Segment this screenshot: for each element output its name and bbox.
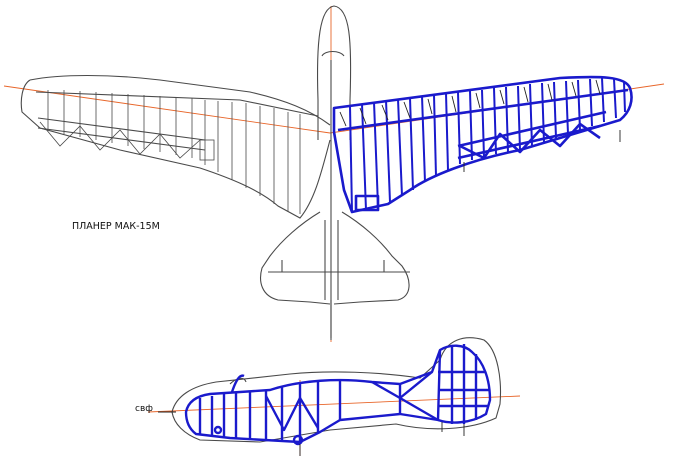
fuselage-top-outline (316, 5, 352, 340)
top-view (3, 5, 665, 342)
left-wing-outline (20, 74, 331, 219)
glider-title-label: ПЛАНЕР МАК-15М (72, 221, 160, 232)
left-wing-ribs (39, 90, 301, 214)
side-view-accents (158, 411, 465, 456)
side-view (147, 337, 521, 456)
side-view-label: свф (135, 404, 153, 414)
right-wing-ribs (349, 77, 626, 213)
fuselage-side-structure (184, 344, 492, 446)
top-view-centerlines (3, 6, 665, 342)
right-wing-accents (339, 79, 621, 172)
tailplane-outline (260, 211, 410, 338)
